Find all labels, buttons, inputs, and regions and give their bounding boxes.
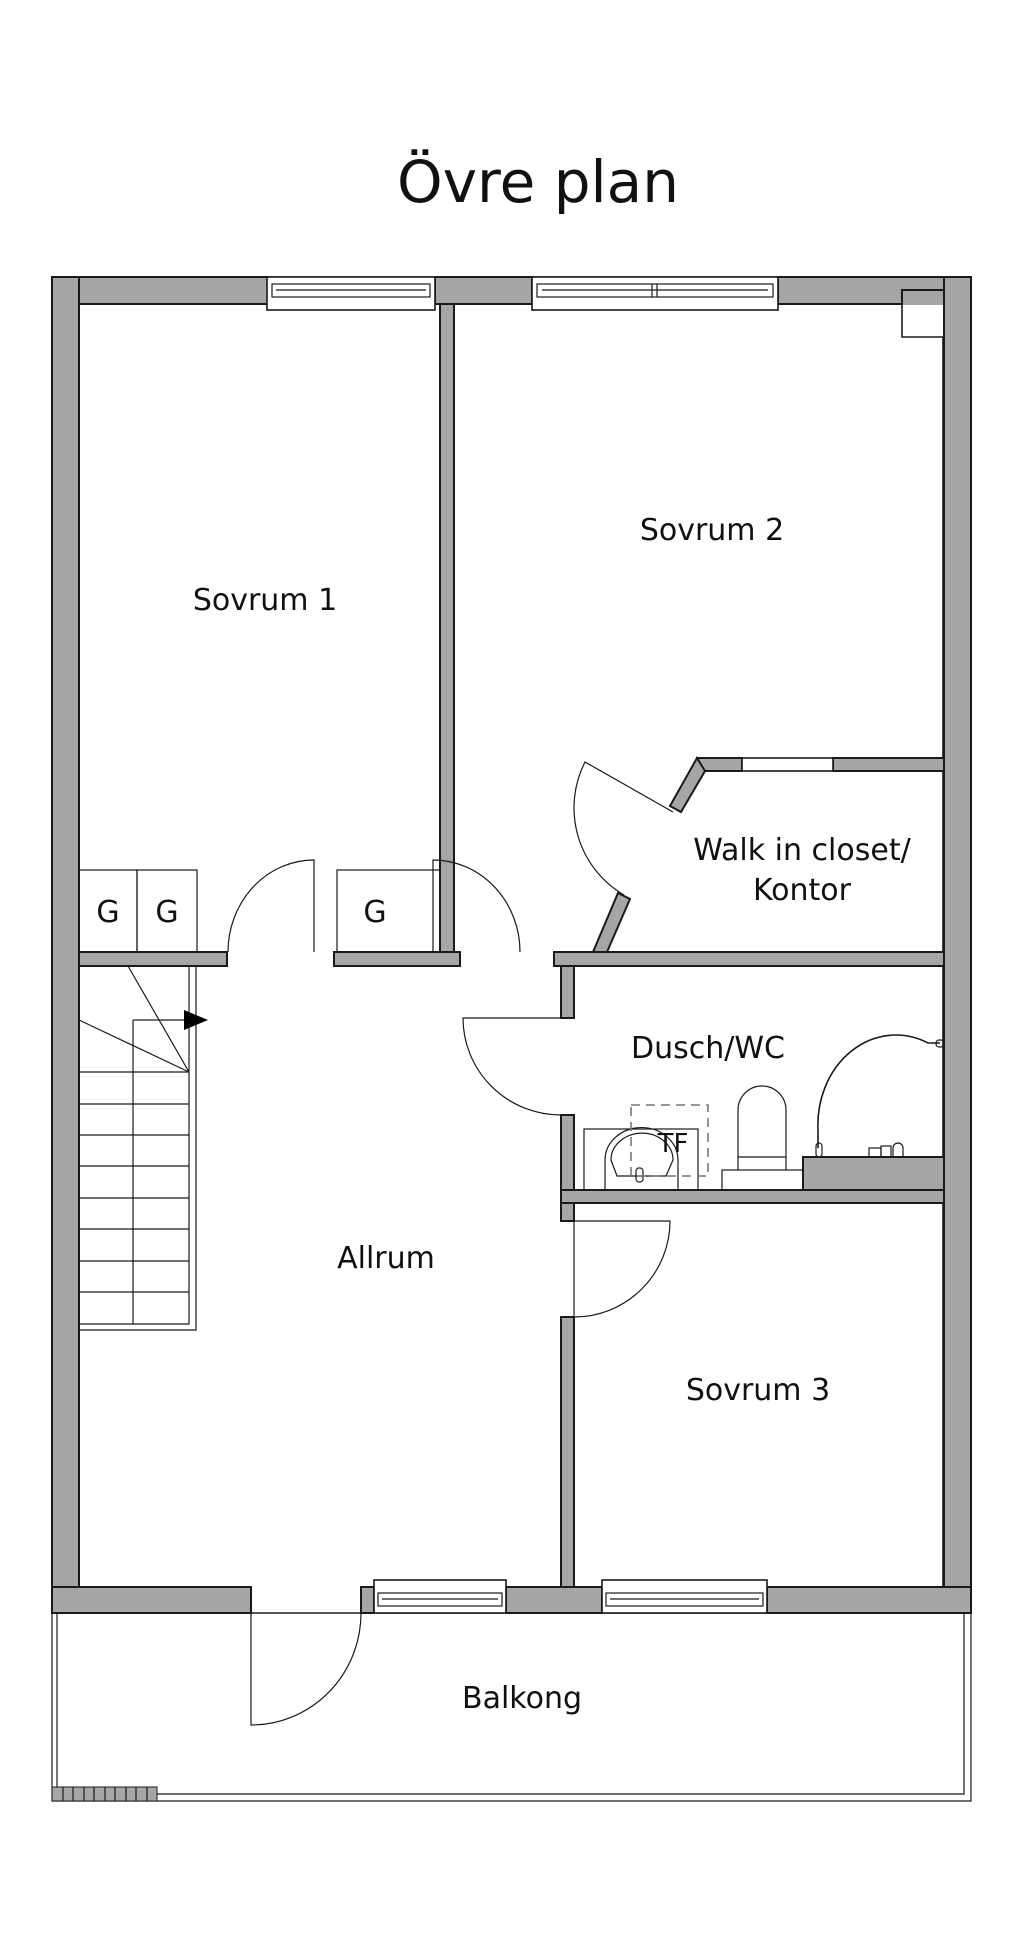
drain-grate-icon (51, 1786, 158, 1802)
door-sovrum1 (227, 859, 315, 953)
door-walkin (573, 761, 674, 896)
room-label-kontor: Kontor (753, 873, 852, 908)
interior-fill (80, 305, 943, 1586)
wall-bottom-pillar (360, 1586, 375, 1614)
wall-divider-sovrum (439, 303, 455, 967)
balcony (51, 1613, 972, 1802)
shower-platform (802, 1156, 945, 1191)
toilet-icon (737, 1085, 787, 1170)
window-sovrum3 (601, 1579, 768, 1614)
wall-left (51, 276, 80, 1614)
wall-bottom-middle (505, 1586, 603, 1614)
window-walkin (741, 757, 834, 772)
wardrobe-label: G (363, 895, 386, 930)
wardrobes: G G G (78, 869, 441, 953)
wall-walkin-bottom (553, 951, 945, 967)
shower-mixer-icon (868, 1142, 904, 1158)
staircase (78, 965, 208, 1331)
toilet-base (721, 1169, 804, 1191)
window-allrum (373, 1579, 507, 1614)
washer-dryer-label: TF (657, 1129, 689, 1159)
window-sovrum2 (531, 276, 779, 311)
room-label-balkong: Balkong (462, 1681, 582, 1716)
door-balcony (250, 1612, 362, 1726)
interior-walls (78, 303, 945, 1588)
vanity (583, 1128, 699, 1191)
room-label-dusch-wc: Dusch/WC (631, 1031, 785, 1066)
wardrobe-label: G (96, 895, 119, 930)
wall-sovrum1-right (333, 951, 461, 967)
plan-title: Övre plan (397, 148, 679, 216)
door-bathroom (462, 1017, 562, 1116)
wall-sovrum1-left (78, 951, 228, 967)
wardrobe-2 (136, 869, 198, 953)
wall-top-left (51, 276, 269, 305)
room-label-walkin: Walk in closet/ (693, 833, 911, 868)
door-sovrum3 (573, 1220, 671, 1318)
wall-bottom-right (766, 1586, 972, 1614)
wall-bathroom-bottom (560, 1189, 945, 1204)
wall-sovrum3-left (560, 1316, 575, 1588)
sink-icon (604, 1127, 679, 1190)
interior-wall-outline (78, 303, 944, 1588)
wardrobe-3 (336, 869, 441, 953)
room-label-sovrum3: Sovrum 3 (686, 1373, 830, 1408)
washer-dryer-space (630, 1104, 709, 1177)
room-label-sovrum2: Sovrum 2 (640, 513, 784, 548)
shower-hose-icon (817, 1034, 940, 1148)
room-label-allrum: Allrum (337, 1241, 435, 1276)
stair-arrow-icon (184, 1010, 208, 1030)
window-sovrum1 (266, 276, 436, 311)
wall-bottom-left (51, 1586, 252, 1614)
doors (227, 761, 674, 1726)
wardrobe-label: G (155, 895, 178, 930)
door-sovrum2 (432, 859, 521, 953)
wall-top-middle (434, 276, 533, 305)
wall-right (943, 276, 972, 1614)
wall-walkin-diagonal-top (668, 756, 707, 814)
room-label-sovrum1: Sovrum 1 (193, 583, 337, 618)
bathroom-fixtures: TF (583, 1034, 945, 1191)
